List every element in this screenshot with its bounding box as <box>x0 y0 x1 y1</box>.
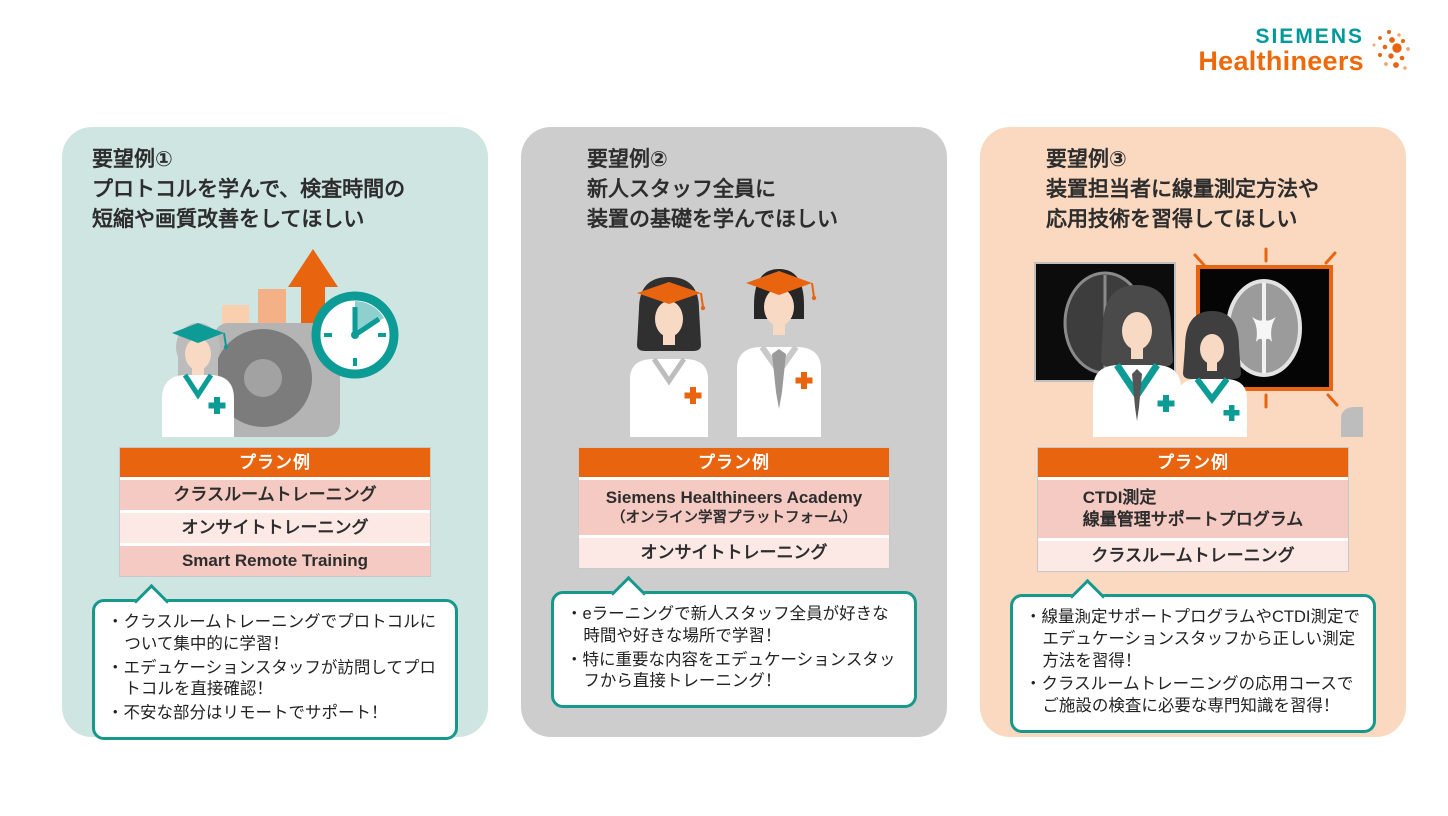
siemens-wordmark: SIEMENS <box>1255 25 1364 48</box>
orange-cross-icon <box>684 387 702 404</box>
card-3-plan-table: プラン例 CTDI測定 線量管理サポートプログラム クラスルームトレーニング <box>1037 447 1349 573</box>
graduate-technologist-icon <box>162 323 234 437</box>
benefit-item: エデュケーションスタッフが訪問してプロトコルを直接確認！ <box>107 658 445 702</box>
teal-cross-icon <box>208 397 226 414</box>
benefit-item: eラーニングで新人スタッフ全員が好きな時間や好きな場所で学習！ <box>566 604 904 648</box>
plan-row-lines: CTDI測定 線量管理サポートプログラム <box>1083 487 1304 531</box>
card-request-2: 要望例② 新人スタッフ全員に 装置の基礎を学んでほしい <box>521 127 947 737</box>
plan-row-line-1: CTDI測定 <box>1082 488 1157 507</box>
benefit-item: 特に重要な内容をエデュケーションスタッフから直接トレーニング！ <box>566 650 904 694</box>
card-1-title: 要望例① プロトコルを学んで、検査時間の 短縮や画質改善をしてほしい <box>92 145 464 235</box>
up-arrow-icon <box>288 249 338 342</box>
plan-row: クラスルームトレーニング <box>1038 541 1348 572</box>
radiographer-front-icon <box>1093 285 1181 437</box>
plan-row: クラスルームトレーニング <box>120 480 430 510</box>
card-2-illustration <box>545 247 923 437</box>
card-2-title: 要望例② 新人スタッフ全員に 装置の基礎を学んでほしい <box>587 145 923 235</box>
card-3-title: 要望例③ 装置担当者に線量測定方法や 応用技術を習得してほしい <box>1046 145 1382 235</box>
teal-cross-icon <box>1223 405 1240 421</box>
new-staff-illustration <box>630 269 821 437</box>
brand-dots-icon <box>1372 29 1410 70</box>
orange-cross-icon <box>795 372 813 389</box>
plan-header: プラン例 <box>1038 448 1348 477</box>
card-1-title-line-3: 短縮や画質改善をしてほしい <box>92 208 365 231</box>
healthineers-wordmark: Healthineers <box>1198 46 1364 76</box>
dose-measurement-illustration <box>1034 247 1363 437</box>
clock-icon <box>311 291 399 379</box>
benefit-item: クラスルームトレーニングでプロトコルについて集中的に学習！ <box>107 612 445 656</box>
card-1-title-line-1: 要望例① <box>92 148 173 171</box>
card-3-title-line-2: 装置担当者に線量測定方法や <box>1046 178 1319 201</box>
card-2-benefits-bubble: eラーニングで新人スタッフ全員が好きな時間や好きな場所で学習！ 特に重要な内容を… <box>551 591 917 709</box>
card-1-benefits-bubble: クラスルームトレーニングでプロトコルについて集中的に学習！ エデュケーションスタ… <box>92 599 458 740</box>
card-1-title-line-2: プロトコルを学んで、検査時間の <box>92 178 406 201</box>
brand-logo: SIEMENS Healthineers <box>1198 26 1414 75</box>
plan-row: オンサイトトレーニング <box>579 538 889 569</box>
card-2-title-line-1: 要望例② <box>587 148 668 171</box>
male-graduate-icon <box>737 269 821 437</box>
plan-row-line-1: Siemens Healthineers Academy <box>605 488 863 507</box>
benefit-item: 不安な部分はリモートでサポート！ <box>107 703 445 725</box>
plan-row: Siemens Healthineers Academy （オンライン学習プラッ… <box>579 480 889 536</box>
partial-figure-icon <box>1341 407 1363 437</box>
plan-row: オンサイトトレーニング <box>120 513 430 543</box>
benefits-list: クラスルームトレーニングでプロトコルについて集中的に学習！ エデュケーションスタ… <box>107 612 445 725</box>
card-3-benefits-bubble: 線量測定サポートプログラムやCTDI測定でエデュケーションスタッフから正しい測定… <box>1010 594 1376 734</box>
plan-row: Smart Remote Training <box>120 546 430 576</box>
plan-row-line-2: （オンライン学習プラットフォーム） <box>610 510 858 527</box>
card-request-3: 要望例③ 装置担当者に線量測定方法や 応用技術を習得してほしい <box>980 127 1406 737</box>
plan-row-line-2: 線量管理サポートプログラム <box>1082 510 1304 530</box>
plan-row: CTDI測定 線量管理サポートプログラム <box>1038 480 1348 539</box>
benefit-item: クラスルームトレーニングの応用コースでご施設の検査に必要な専門知識を習得！ <box>1025 674 1363 718</box>
card-3-title-line-3: 応用技術を習得してほしい <box>1046 208 1298 231</box>
teal-cross-icon <box>1157 395 1175 412</box>
brand-wordmark: SIEMENS Healthineers <box>1198 25 1364 76</box>
card-3-title-line-1: 要望例③ <box>1046 148 1127 171</box>
card-3-illustration <box>1004 247 1382 437</box>
card-1-plan-table: プラン例 クラスルームトレーニング オンサイトトレーニング Smart Remo… <box>119 447 431 577</box>
request-cards: 要望例① プロトコルを学んで、検査時間の 短縮や画質改善をしてほしい <box>62 127 1406 740</box>
female-graduate-icon <box>630 277 708 437</box>
plan-header: プラン例 <box>120 448 430 477</box>
card-2-title-line-2: 新人スタッフ全員に <box>587 178 776 201</box>
plan-header: プラン例 <box>579 448 889 477</box>
benefit-item: 線量測定サポートプログラムやCTDI測定でエデュケーションスタッフから正しい測定… <box>1025 607 1363 672</box>
protocol-learning-illustration <box>162 249 399 437</box>
radiographer-back-icon <box>1177 311 1247 437</box>
card-1-illustration <box>86 247 464 437</box>
ct-scanner-icon <box>214 323 340 437</box>
card-request-1: 要望例① プロトコルを学んで、検査時間の 短縮や画質改善をしてほしい <box>62 127 488 740</box>
benefits-list: 線量測定サポートプログラムやCTDI測定でエデュケーションスタッフから正しい測定… <box>1025 607 1363 718</box>
card-2-plan-table: プラン例 Siemens Healthineers Academy （オンライン… <box>578 447 890 570</box>
benefits-list: eラーニングで新人スタッフ全員が好きな時間や好きな場所で学習！ 特に重要な内容を… <box>566 604 904 693</box>
card-2-title-line-3: 装置の基礎を学んでほしい <box>587 208 838 231</box>
